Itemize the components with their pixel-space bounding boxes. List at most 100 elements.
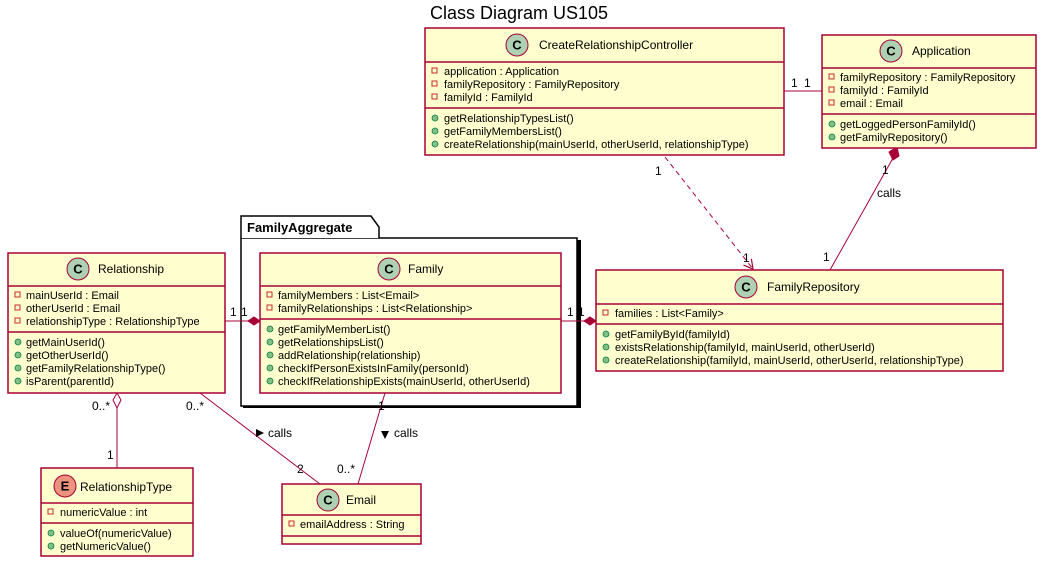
private-field-icon (266, 304, 273, 311)
class-name: RelationshipType (80, 480, 172, 494)
method: getFamilyRepository() (840, 132, 948, 144)
private-field-icon (14, 304, 21, 311)
edge-family-repository: 1 1 (561, 305, 597, 326)
direction-arrow-icon (381, 431, 389, 439)
association-label: calls (877, 186, 901, 200)
class-family: C Family familyMembers : List<Email> fam… (259, 252, 562, 394)
attribute: familyRepository : FamilyRepository (840, 72, 1016, 84)
association-label: calls (268, 426, 292, 440)
multiplicity-label: 1 (230, 305, 237, 319)
private-field-icon (14, 291, 21, 298)
public-method-icon (266, 351, 274, 359)
private-field-icon (288, 520, 295, 527)
method: getRelationshipsList() (278, 337, 384, 349)
direction-arrow-icon (256, 429, 264, 437)
private-field-icon (828, 73, 835, 80)
method: getFamilyMembersList() (444, 126, 562, 138)
public-method-icon (431, 140, 439, 148)
attribute: application : Application (444, 66, 559, 78)
method: existsRelationship(familyId, mainUserId,… (615, 342, 875, 354)
class-icon (734, 275, 758, 299)
private-field-icon (828, 86, 835, 93)
public-method-icon (14, 377, 22, 385)
attribute: relationshipType : RelationshipType (26, 316, 200, 328)
class-name: CreateRelationshipController (539, 38, 693, 52)
public-method-icon (602, 356, 610, 364)
edge-controller-application: 1 1 (784, 76, 822, 92)
public-method-icon (602, 343, 610, 351)
public-method-icon (828, 133, 836, 141)
multiplicity-label: 1 (107, 448, 114, 462)
public-method-icon (431, 127, 439, 135)
private-field-icon (602, 309, 609, 316)
multiplicity-label: 1 (578, 305, 585, 319)
class-create-relationship-controller: C CreateRelationshipController applicati… (424, 27, 785, 156)
method: getNumericValue() (60, 541, 151, 553)
multiplicity-label: 1 (791, 76, 798, 90)
multiplicity-label: 1 (823, 250, 830, 264)
method: getOtherUserId() (26, 350, 109, 362)
attribute: familyMembers : List<Email> (278, 290, 419, 302)
public-method-icon (266, 325, 274, 333)
public-method-icon (828, 120, 836, 128)
attribute: familyRelationships : List<Relationship> (278, 303, 472, 315)
method: getFamilyRelationshipType() (26, 363, 165, 375)
public-method-icon (266, 377, 274, 385)
stereotype-letter: C (886, 44, 896, 59)
class-name: Application (912, 44, 971, 58)
attribute: emailAddress : String (300, 519, 405, 531)
attribute: numericValue : int (60, 507, 147, 519)
attribute: mainUserId : Email (26, 290, 119, 302)
attribute: familyId : FamilyId (840, 85, 929, 97)
class-name: Family (408, 262, 443, 276)
method: checkIfRelationshipExists(mainUserId, ot… (278, 376, 530, 388)
class-email: C Email emailAddress : String (281, 483, 422, 545)
multiplicity-label: 0..* (186, 399, 204, 413)
multiplicity-label: 2 (297, 462, 304, 476)
diagram-title: Class Diagram US105 (430, 3, 608, 23)
enum-icon (53, 474, 77, 498)
stereotype-letter: C (323, 493, 333, 508)
method: createRelationship(familyId, mainUserId,… (615, 355, 964, 367)
private-field-icon (431, 93, 438, 100)
method: valueOf(numericValue) (60, 528, 172, 540)
attribute: familyRepository : FamilyRepository (444, 79, 620, 91)
method: createRelationship(mainUserId, otherUser… (444, 139, 748, 151)
private-field-icon (828, 99, 835, 106)
class-relationship: C Relationship mainUserId : Email otherU… (7, 252, 226, 394)
public-method-icon (14, 364, 22, 372)
class-icon (879, 39, 903, 63)
stereotype-letter: C (512, 38, 522, 53)
multiplicity-label: 1 (743, 251, 750, 265)
attribute: families : List<Family> (615, 308, 724, 320)
private-field-icon (431, 67, 438, 74)
method: getLoggedPersonFamilyId() (840, 119, 976, 131)
class-name: FamilyRepository (767, 280, 860, 294)
multiplicity-label: 1 (882, 163, 889, 177)
multiplicity-label: 0..* (92, 399, 110, 413)
multiplicity-label: 1 (378, 399, 385, 413)
multiplicity-label: 1 (567, 305, 574, 319)
method: getRelationshipTypesList() (444, 113, 574, 125)
class-application: C Application familyRepository : FamilyR… (821, 34, 1037, 149)
public-method-icon (47, 529, 55, 537)
enum-relationship-type: E RelationshipType numericValue : int va… (40, 467, 194, 557)
public-method-icon (602, 330, 610, 338)
association-label: calls (394, 426, 418, 440)
edge-relationship-type: 0..* 1 (92, 391, 122, 468)
public-method-icon (266, 338, 274, 346)
edge-relationship-email: 0..* calls 2 (186, 392, 321, 485)
class-icon (66, 257, 90, 281)
stereotype-letter: E (61, 479, 70, 494)
attribute: email : Email (840, 98, 903, 110)
multiplicity-label: 0..* (337, 462, 355, 476)
package-name: FamilyAggregate (247, 220, 352, 235)
class-family-repository: C FamilyRepository families : List<Famil… (595, 269, 1004, 372)
multiplicity-label: 1 (804, 76, 811, 90)
class-name: Relationship (98, 262, 164, 276)
method: isParent(parentId) (26, 376, 114, 388)
method: getMainUserId() (26, 337, 105, 349)
edge-application-repository: 1 calls 1 (823, 146, 901, 271)
